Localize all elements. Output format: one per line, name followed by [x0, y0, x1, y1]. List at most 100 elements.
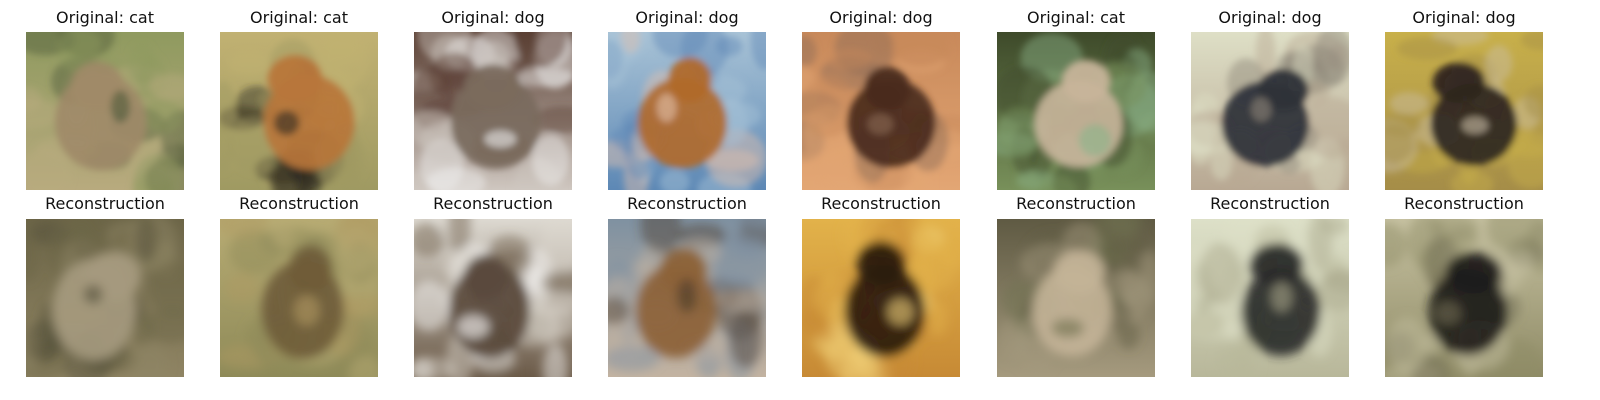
texture-patch — [1385, 112, 1423, 137]
subject-head — [1258, 69, 1309, 111]
original-title-7: Original: dog — [1218, 8, 1322, 27]
texture-patch — [540, 270, 572, 296]
reconstructed-photo — [26, 219, 184, 377]
texture-patch — [1211, 146, 1232, 181]
texture-patch — [1486, 219, 1543, 255]
texture-patch — [57, 32, 102, 60]
texture-patch — [322, 32, 369, 90]
original-image-5 — [802, 32, 960, 190]
texture-patch — [802, 152, 822, 190]
subject-highlight — [1251, 96, 1272, 122]
texture-patch — [1198, 243, 1243, 305]
subject-highlight — [867, 113, 894, 135]
original-image-2 — [220, 32, 378, 190]
texture-patch — [270, 219, 294, 247]
texture-patch — [1106, 237, 1152, 257]
texture-patch — [26, 86, 42, 112]
photo-content — [802, 219, 960, 377]
subject-highlight — [110, 90, 130, 123]
subject-head — [856, 241, 906, 286]
original-image-1 — [26, 32, 184, 190]
reconstruction-title-3: Reconstruction — [433, 194, 553, 213]
subject-head — [668, 57, 712, 103]
reconstruction-image-5 — [802, 219, 960, 377]
photo-content — [26, 219, 184, 377]
texture-patch — [1117, 319, 1140, 350]
reconstruction-image-4 — [608, 219, 766, 377]
original-photo — [997, 32, 1155, 190]
texture-patch — [38, 302, 58, 361]
original-image-3 — [414, 32, 572, 190]
texture-patch — [707, 272, 754, 292]
photo-content — [26, 32, 184, 190]
texture-patch — [729, 310, 763, 369]
subject-head — [464, 64, 521, 111]
texture-patch — [1485, 44, 1513, 82]
original-image-6 — [997, 32, 1155, 190]
reconstruction-title-4: Reconstruction — [627, 194, 747, 213]
texture-patch — [1038, 175, 1077, 190]
subject-body — [844, 264, 925, 358]
reconstruction-image-3 — [414, 219, 572, 377]
texture-patch — [1191, 276, 1203, 316]
texture-patch — [414, 222, 445, 257]
texture-patch — [336, 226, 377, 275]
texture-patch — [608, 345, 660, 372]
texture-patch — [1191, 310, 1225, 337]
reconstruction-image-7 — [1191, 219, 1349, 377]
texture-patch — [750, 32, 766, 70]
subject-head — [71, 61, 124, 111]
texture-patch — [531, 134, 570, 186]
photo-content — [998, 219, 1155, 375]
reconstructed-photo — [414, 219, 572, 377]
texture-patch — [727, 219, 766, 258]
texture-patch — [128, 42, 156, 85]
reconstruction-title-2: Reconstruction — [239, 194, 359, 213]
original-image-8 — [1385, 32, 1543, 190]
texture-patch — [228, 51, 272, 76]
original-photo — [608, 32, 766, 190]
texture-patch — [135, 219, 157, 264]
original-title-6: Original: cat — [1027, 8, 1125, 27]
photo-content — [1385, 219, 1543, 377]
subject-highlight — [1078, 124, 1112, 157]
texture-patch — [130, 343, 169, 377]
subject-head — [1432, 62, 1485, 103]
texture-patch — [72, 219, 109, 267]
texture-patch — [802, 35, 817, 68]
original-photo — [1191, 32, 1349, 190]
subject-head — [289, 245, 332, 293]
texture-patch — [902, 166, 925, 190]
texture-patch — [1324, 270, 1349, 293]
subject-highlight — [656, 93, 677, 123]
texture-patch — [711, 289, 766, 311]
texture-patch — [927, 300, 948, 337]
subject-head — [267, 55, 323, 103]
subject-head — [1446, 252, 1503, 294]
texture-patch — [1523, 85, 1543, 120]
texture-patch — [414, 280, 450, 332]
subject-highlight — [293, 295, 320, 326]
texture-patch — [512, 32, 568, 68]
texture-patch — [659, 169, 690, 190]
reconstruction-title-7: Reconstruction — [1210, 194, 1330, 213]
subject-highlight — [1271, 281, 1292, 313]
subject-highlight — [887, 298, 914, 326]
texture-patch — [608, 296, 630, 325]
photo-content — [1385, 32, 1543, 190]
reconstruction-title-8: Reconstruction — [1404, 194, 1524, 213]
photo-content — [997, 32, 1155, 190]
original-photo — [220, 32, 378, 190]
texture-patch — [148, 261, 184, 317]
original-photo — [802, 32, 960, 190]
original-title-5: Original: dog — [829, 8, 933, 27]
reconstruction-title-5: Reconstruction — [821, 194, 941, 213]
photo-content — [220, 32, 369, 190]
photo-content — [414, 219, 572, 377]
original-title-8: Original: dog — [1412, 8, 1516, 27]
reconstructed-photo — [997, 219, 1155, 377]
texture-patch — [1396, 36, 1458, 60]
original-image-4 — [608, 32, 766, 190]
texture-patch — [1389, 92, 1429, 115]
texture-patch — [997, 107, 1045, 157]
